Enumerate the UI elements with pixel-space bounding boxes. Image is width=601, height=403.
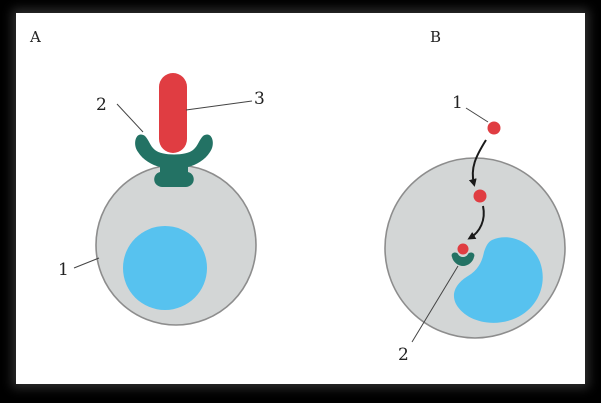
panel-b-letter: B: [430, 28, 441, 46]
panel-b-hormone-outside: [487, 121, 501, 135]
panel-a-label-ligand: 3: [254, 89, 265, 109]
panel-b-receptor: [451, 252, 475, 266]
panel-b-arrow-entry: [468, 139, 487, 187]
panel-a-leader-cell: [73, 257, 100, 269]
panel-b-hormone-cytoplasm: [473, 189, 487, 203]
panel-a-label-cell: 1: [58, 260, 69, 280]
panel-a-letter: A: [29, 28, 41, 46]
panel-b-leader-hormone: [465, 107, 489, 123]
panel-b-label-receptor: 2: [398, 345, 409, 365]
panel-b-arrow-binding: [467, 205, 485, 240]
panel-a-ligand: [159, 73, 187, 153]
panel-a-receptor: [135, 134, 213, 187]
panel-a-nucleus: [123, 226, 207, 310]
panel-b: B 1 2: [384, 28, 566, 365]
panel-a-label-receptor: 2: [96, 95, 107, 115]
panel-a-leader-receptor: [116, 103, 144, 133]
panel-b-leader-receptor: [411, 265, 459, 343]
panel-b-nucleus: [453, 237, 543, 323]
panel-b-label-hormone: 1: [452, 93, 463, 113]
panel-a: A 2 3 1: [29, 28, 265, 326]
panel-b-hormone-bound: [457, 243, 469, 255]
panel-a-leader-ligand: [185, 100, 253, 111]
